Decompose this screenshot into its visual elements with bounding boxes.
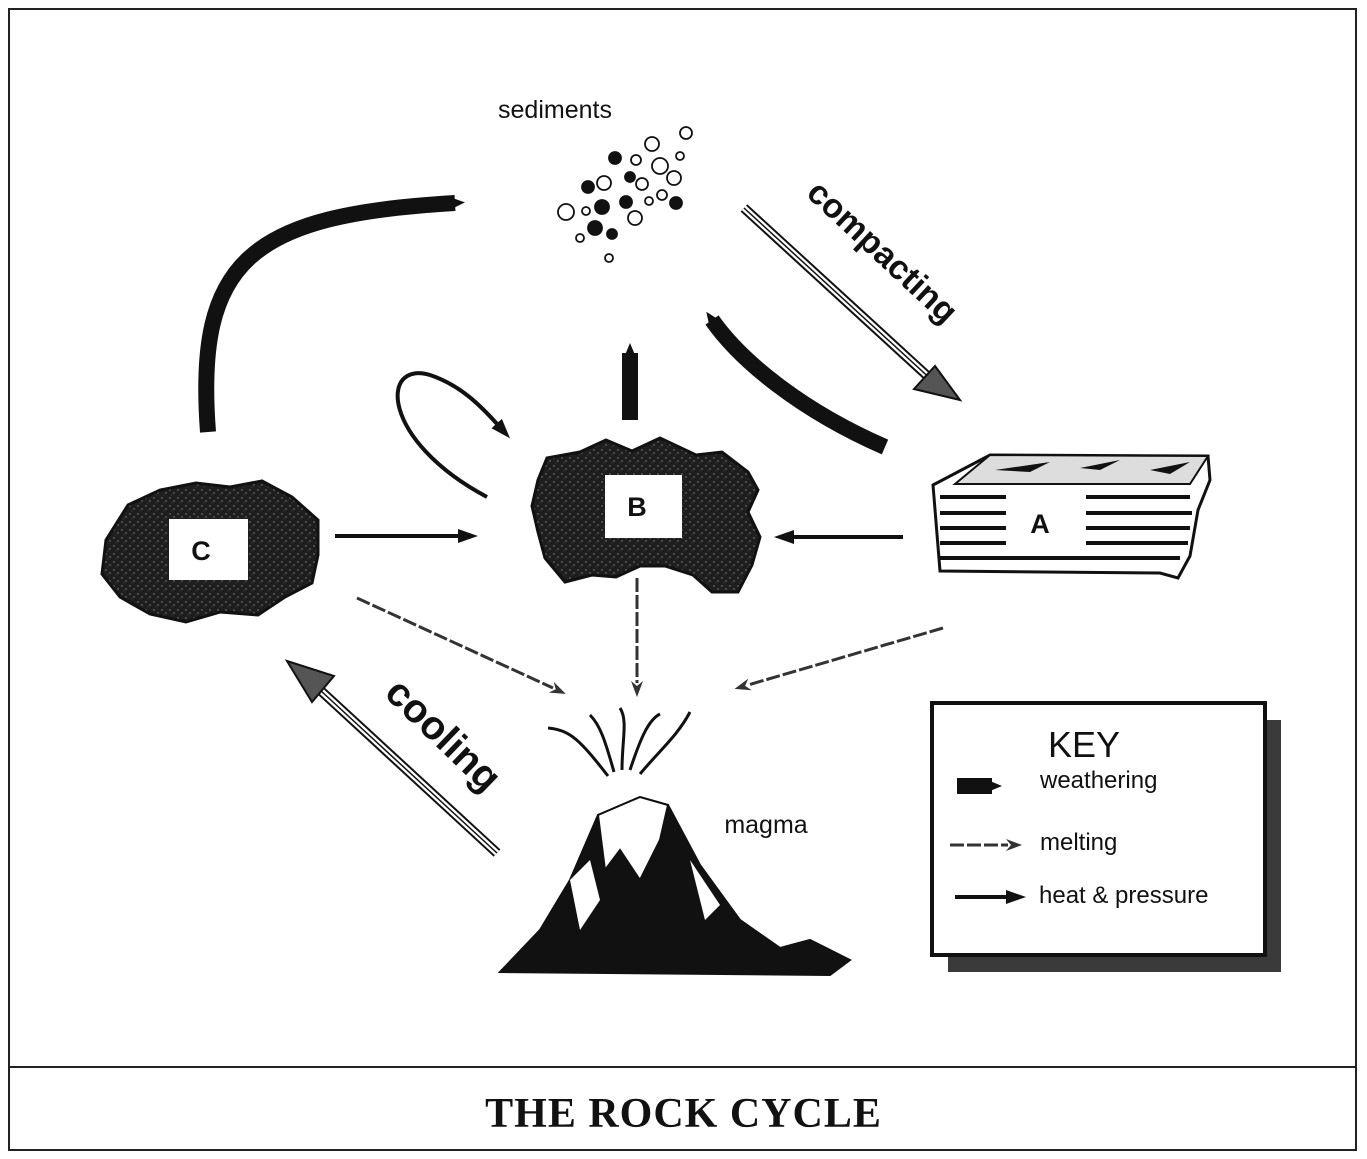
legend-box (930, 701, 1267, 957)
legend-weathering-label: weathering (1039, 767, 1157, 794)
weathering-arrow-c-to-sediments (198, 195, 465, 433)
weathering-arrow-a-to-sediments (705, 311, 889, 455)
rock-b-label-box (605, 475, 682, 538)
cooling-arrow (284, 659, 501, 857)
magma-label: magma (724, 811, 807, 839)
heat-pressure-arrow-b-loop (395, 371, 511, 499)
cooling-label: cooling (377, 670, 510, 800)
rock-c: C (100, 479, 320, 624)
sediments-particles (557, 126, 693, 263)
volcano-icon (497, 707, 852, 977)
rock-c-label-box (169, 519, 248, 580)
figure-border (8, 8, 1357, 1151)
legend-melting-label: melting (1040, 829, 1117, 856)
rock-b: B (530, 436, 762, 594)
rock-a-label: A (1030, 509, 1050, 539)
legend-heading: KEY (1048, 724, 1120, 765)
sediments-label: sediments (498, 96, 612, 124)
caption-divider (10, 1066, 1355, 1068)
legend: KEY weathering melting heat & pressure (930, 701, 1281, 972)
rock-a-label-box (1006, 493, 1086, 553)
rock-b-label: B (627, 492, 647, 522)
legend-heat-pressure-label: heat & pressure (1039, 882, 1208, 909)
compacting-arrow (740, 204, 963, 402)
rock-a: A (931, 453, 1212, 580)
rock-c-label: C (191, 536, 211, 566)
compacting-label: compacting (800, 173, 965, 331)
melting-arrow-c-to-magma (356, 596, 566, 694)
figure-caption: THE ROCK CYCLE (485, 1091, 882, 1137)
melting-arrow-a-to-magma (734, 626, 944, 691)
